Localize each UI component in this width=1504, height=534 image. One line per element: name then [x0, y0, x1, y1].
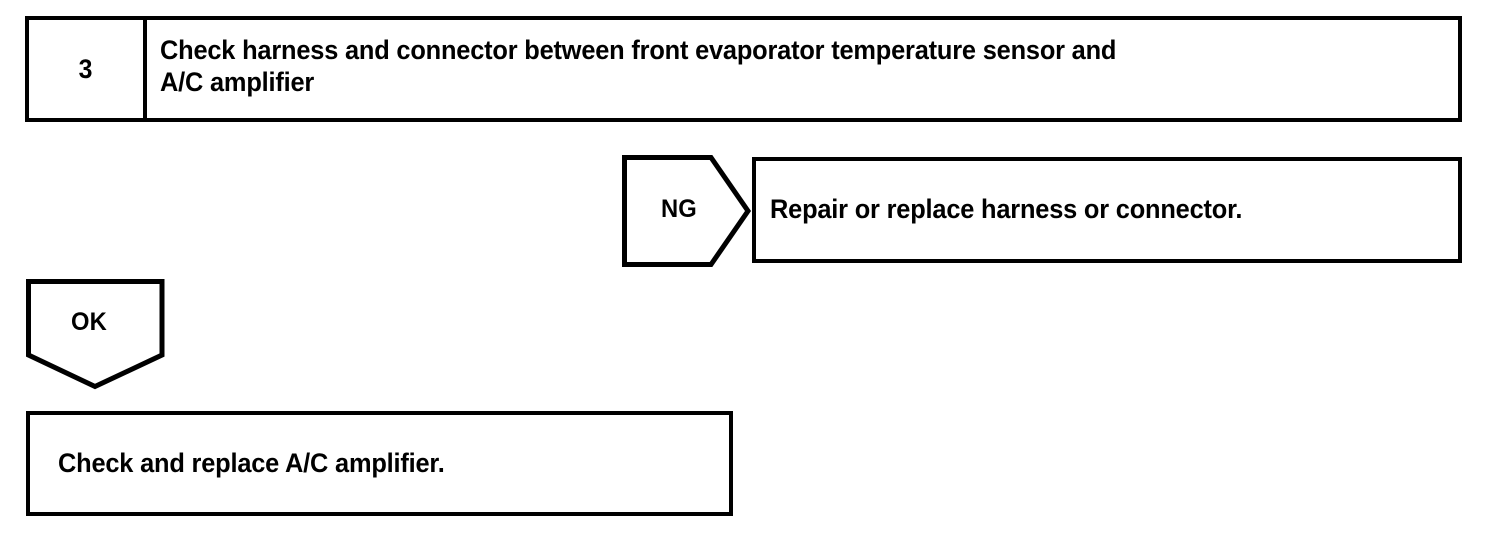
step-number: 3 [79, 53, 93, 84]
ng-branch-connector: NG [622, 155, 752, 267]
ng-result-text: Repair or replace harness or connector. [770, 194, 1243, 225]
step-instruction-cell: Check harness and connector between fron… [147, 20, 1458, 118]
step-number-cell: 3 [29, 20, 147, 118]
ok-pentagon-arrow-icon [26, 279, 165, 390]
ok-result-text: Check and replace A/C amplifier. [58, 447, 445, 478]
ng-branch-label: NG [660, 195, 697, 223]
ok-branch-label: OK [70, 308, 107, 336]
step-instruction-text: Check harness and connector between fron… [160, 35, 1117, 97]
step-box: 3 Check harness and connector between fr… [25, 16, 1462, 122]
ok-result-box: Check and replace A/C amplifier. [26, 411, 733, 516]
ok-branch-connector: OK [26, 279, 166, 391]
ng-result-box: Repair or replace harness or connector. [752, 157, 1462, 263]
ng-pentagon-arrow-icon [622, 155, 752, 267]
